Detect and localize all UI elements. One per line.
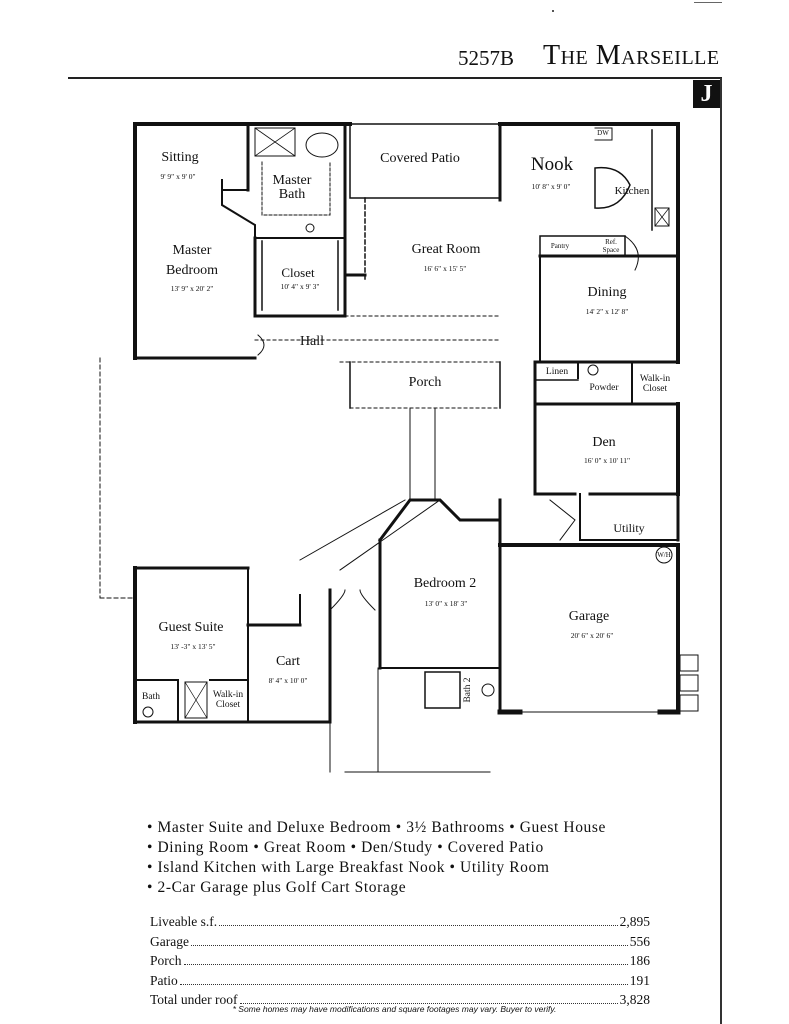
room-guest-walkin-line2: Closet xyxy=(215,700,241,710)
room-sitting-dim: 9' 9" x 9' 0" xyxy=(160,172,196,181)
room-nook: Nook xyxy=(530,154,574,175)
room-walkin-closet-line1: Walk-in xyxy=(639,374,671,384)
room-cart-dim: 8' 4" x 10' 0" xyxy=(268,676,308,685)
dot-leader xyxy=(219,925,618,926)
room-guest-suite-dim: 13' -3" x 13' 5" xyxy=(170,642,216,651)
feature-line: • Island Kitchen with Large Breakfast No… xyxy=(147,859,550,876)
room-linen: Linen xyxy=(545,367,569,377)
feature-line: • Dining Room • Great Room • Den/Study •… xyxy=(147,839,544,856)
room-bath: Bath xyxy=(142,692,160,702)
label-wh: W/H xyxy=(657,551,671,559)
room-bedroom-2-dim: 13' 0" x 18' 3" xyxy=(424,599,468,608)
room-great-room: Great Room xyxy=(411,242,481,257)
floor-plan: Sitting 9' 9" x 9' 0" Master Bath Covere… xyxy=(99,122,699,773)
stat-value: 2,895 xyxy=(619,914,650,929)
room-closet: Closet xyxy=(281,265,315,280)
room-master-bath-line2: Bath xyxy=(278,187,306,202)
room-closet-dim: 10' 4" x 9' 3" xyxy=(280,282,320,291)
dot-leader xyxy=(179,983,628,985)
dot-leader xyxy=(183,964,628,965)
stat-row: Porch 186 xyxy=(150,951,650,971)
room-guest-suite: Guest Suite xyxy=(158,620,224,635)
stat-row: Liveable s.f. 2,895 xyxy=(150,912,650,932)
room-dining: Dining xyxy=(587,285,627,300)
room-nook-dim: 10' 8" x 9' 0" xyxy=(531,182,571,191)
stat-value: 556 xyxy=(629,933,650,949)
stat-label: Patio xyxy=(150,972,178,988)
speck xyxy=(552,10,554,12)
label-dw: DW xyxy=(597,129,609,137)
room-bedroom-2: Bedroom 2 xyxy=(413,576,477,591)
page-side-rule xyxy=(720,78,722,1024)
room-garage: Garage xyxy=(568,609,610,624)
room-master-bedroom-line1: Master xyxy=(172,243,212,258)
room-kitchen: Kitchen xyxy=(614,185,650,197)
room-sitting: Sitting xyxy=(161,150,199,165)
corner-line xyxy=(694,2,722,3)
dot-leader xyxy=(190,944,628,946)
room-walkin-closet-line2: Closet xyxy=(642,384,668,394)
room-dining-dim: 14' 2" x 12' 8" xyxy=(585,307,629,316)
room-bath-2: Bath 2 xyxy=(463,677,473,703)
stat-row: Patio 191 xyxy=(150,971,650,991)
label-ref-line2: Space xyxy=(602,246,620,254)
feature-list: • Master Suite and Deluxe Bedroom • 3½ B… xyxy=(147,818,657,898)
floor-plan-drawing xyxy=(99,122,699,773)
stat-label: Total under roof xyxy=(150,992,238,1007)
dot-leader xyxy=(239,1003,618,1004)
stat-value: 186 xyxy=(629,953,650,968)
section-badge: J xyxy=(693,80,720,108)
disclaimer: * Some homes may have modifications and … xyxy=(232,1004,557,1014)
room-den: Den xyxy=(592,435,616,450)
plan-name: The Marseille xyxy=(543,40,720,71)
header-rule xyxy=(68,77,722,79)
room-den-dim: 16' 0" x 10' 11" xyxy=(583,456,631,465)
stat-value: 191 xyxy=(629,972,650,988)
stat-label: Garage xyxy=(150,933,189,949)
feature-line: • Master Suite and Deluxe Bedroom • 3½ B… xyxy=(147,819,606,836)
room-powder: Powder xyxy=(589,383,619,393)
room-master-bath-line1: Master xyxy=(272,173,312,188)
room-utility: Utility xyxy=(613,521,645,535)
plan-number: 5257B xyxy=(458,46,515,70)
stat-label: Liveable s.f. xyxy=(150,914,218,929)
room-guest-walkin-line1: Walk-in xyxy=(212,690,244,700)
stat-value: 3,828 xyxy=(619,992,650,1007)
room-hall: Hall xyxy=(299,334,325,349)
room-porch: Porch xyxy=(408,375,442,390)
room-cart: Cart xyxy=(275,654,301,669)
stat-label: Porch xyxy=(150,953,182,968)
stat-row: Total under roof 3,828 xyxy=(150,990,650,1010)
room-great-room-dim: 16' 6" x 15' 5" xyxy=(423,264,467,273)
room-master-bedroom-dim: 13' 9" x 20' 2" xyxy=(170,284,214,293)
room-covered-patio: Covered Patio xyxy=(380,151,460,166)
label-pantry: Pantry xyxy=(550,242,570,250)
stat-row: Garage 556 xyxy=(150,932,650,952)
square-footage-table: Liveable s.f. 2,895 Garage 556 Porch 186… xyxy=(150,912,650,1010)
label-ref-line1: Ref. xyxy=(605,238,617,246)
feature-line: • 2-Car Garage plus Golf Cart Storage xyxy=(147,879,407,896)
room-master-bedroom-line2: Bedroom xyxy=(165,263,219,278)
room-garage-dim: 20' 6" x 20' 6" xyxy=(570,631,614,640)
